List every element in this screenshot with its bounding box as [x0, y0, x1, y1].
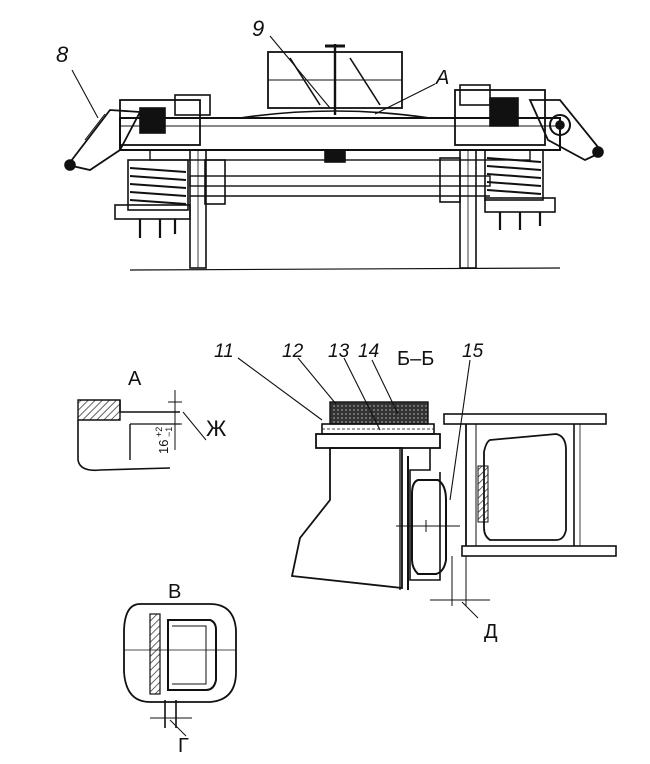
- label-zh: Ж: [206, 416, 227, 441]
- label-12: 12: [282, 341, 304, 362]
- right-spring: [484, 149, 556, 230]
- detail-a: [77, 390, 207, 472]
- section-title-bb: Б–Б: [397, 348, 434, 370]
- label-8: 8: [56, 42, 69, 67]
- label-14: 14: [358, 341, 379, 362]
- label-11: 11: [214, 341, 234, 362]
- svg-text:−1: −1: [164, 427, 174, 437]
- left-spring: [114, 159, 191, 238]
- section-bb: [237, 357, 617, 619]
- label-a-top: А: [435, 67, 449, 89]
- svg-text:+2: +2: [154, 427, 164, 437]
- label-v: В: [168, 581, 181, 603]
- label-g: Г: [178, 735, 189, 757]
- svg-text:16: 16: [156, 440, 171, 454]
- label-d: Д: [484, 621, 498, 643]
- bogie-front-view: [64, 35, 604, 271]
- label-a-detail: А: [128, 368, 142, 390]
- label-13: 13: [328, 341, 350, 362]
- label-9: 9: [252, 16, 264, 41]
- label-15: 15: [462, 341, 484, 362]
- detail-v: [123, 603, 237, 737]
- dimension-16: 16 +2 −1: [154, 427, 174, 454]
